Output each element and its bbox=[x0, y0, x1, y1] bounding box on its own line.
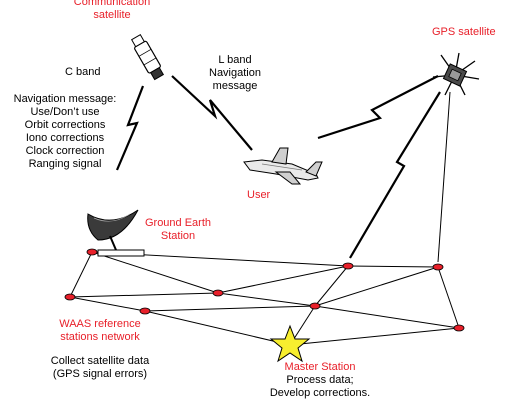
c-band-bolt bbox=[115, 85, 145, 171]
gps-user-bolt bbox=[317, 75, 439, 140]
network-link bbox=[314, 265, 349, 307]
reference-station-node bbox=[432, 263, 444, 271]
network-link bbox=[69, 251, 93, 298]
network-link bbox=[217, 265, 349, 294]
reference-station-node bbox=[342, 262, 354, 270]
reference-station-nodes bbox=[64, 248, 465, 332]
network-link bbox=[437, 266, 460, 329]
c-band-label: C band bbox=[65, 66, 101, 78]
reference-station-node bbox=[309, 302, 321, 310]
network-link bbox=[69, 296, 146, 312]
l-band-bolt bbox=[171, 75, 253, 151]
network-link bbox=[69, 292, 219, 298]
network-link bbox=[314, 266, 439, 307]
gps-satellite-label: GPS satellite bbox=[432, 26, 496, 38]
user-label: User bbox=[247, 189, 271, 201]
reference-station-node bbox=[453, 324, 465, 332]
gps-link bbox=[437, 91, 451, 263]
communication-satellite-icon bbox=[130, 34, 165, 81]
dish-antenna-icon bbox=[87, 209, 145, 257]
network-link bbox=[91, 251, 219, 294]
gps-network-bolt bbox=[349, 91, 441, 259]
l-band-label: L band Navigation message bbox=[209, 54, 261, 92]
master-tasks-label: Process data; Develop corrections. bbox=[269, 374, 371, 399]
collect-data-label: Collect satellite data (GPS signal error… bbox=[50, 355, 150, 380]
reference-station-node bbox=[86, 248, 98, 256]
network-link bbox=[144, 310, 291, 346]
network-links bbox=[69, 91, 460, 346]
reference-station-node bbox=[139, 307, 151, 315]
reference-station-node bbox=[212, 289, 224, 297]
ground-earth-station-label: Ground Earth Station bbox=[144, 217, 212, 242]
signal-bolts bbox=[115, 75, 441, 259]
network-link bbox=[217, 292, 316, 307]
navigation-message-label: Navigation message: Use/Don’t use Orbit … bbox=[13, 93, 117, 170]
airplane-icon bbox=[243, 147, 323, 185]
network-link bbox=[314, 305, 460, 329]
network-link bbox=[144, 305, 316, 312]
network-link bbox=[347, 265, 439, 268]
master-station-star-icon bbox=[269, 324, 311, 363]
network-link bbox=[289, 327, 460, 346]
communication-satellite-label: Communication satellite bbox=[73, 0, 151, 21]
waas-network-label: WAAS reference stations network bbox=[59, 318, 141, 343]
master-station-label: Master Station bbox=[284, 361, 356, 373]
reference-station-node bbox=[64, 293, 76, 301]
gps-satellite-icon bbox=[432, 52, 480, 96]
